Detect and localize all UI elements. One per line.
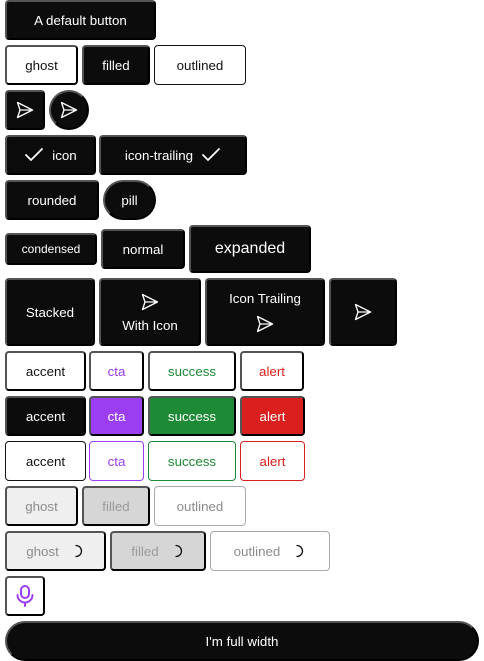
filled-alert-button[interactable]: alert xyxy=(240,396,305,436)
loading-ghost-button: ghost xyxy=(5,531,106,571)
disabled-ghost-button: ghost xyxy=(5,486,78,526)
microphone-icon xyxy=(14,584,36,608)
filled-accent-button[interactable]: accent xyxy=(5,396,86,436)
ghost-accent-button[interactable]: accent xyxy=(5,351,86,391)
send-icon xyxy=(140,292,160,312)
disabled-outlined-button: outlined xyxy=(154,486,246,526)
default-button[interactable]: A default button xyxy=(5,0,156,40)
spinner-icon xyxy=(294,544,306,558)
condensed-button[interactable]: condensed xyxy=(5,233,97,265)
stacked-send-icon-button[interactable] xyxy=(329,278,397,346)
send-icon-round-button[interactable] xyxy=(49,90,89,130)
pill-button[interactable]: pill xyxy=(103,180,156,220)
outlined-alert-button[interactable]: alert xyxy=(240,441,305,481)
icon-trailing-button[interactable]: icon-trailing xyxy=(99,135,247,175)
normal-button[interactable]: normal xyxy=(101,229,185,269)
loading-filled-button: filled xyxy=(110,531,206,571)
disabled-filled-button: filled xyxy=(82,486,150,526)
outlined-success-button[interactable]: success xyxy=(148,441,236,481)
ghost-button[interactable]: ghost xyxy=(5,45,78,85)
filled-cta-button[interactable]: cta xyxy=(89,396,144,436)
stacked-icon-trailing-button[interactable]: Icon Trailing xyxy=(205,278,325,346)
filled-button[interactable]: filled xyxy=(82,45,150,85)
check-icon xyxy=(201,147,221,163)
icon-leading-button[interactable]: icon xyxy=(5,135,96,175)
microphone-button[interactable] xyxy=(5,576,45,616)
outlined-accent-button[interactable]: accent xyxy=(5,441,86,481)
loading-outlined-button: outlined xyxy=(210,531,330,571)
send-icon xyxy=(59,100,79,120)
stacked-button[interactable]: Stacked xyxy=(5,278,95,346)
send-icon xyxy=(255,314,275,334)
check-icon xyxy=(24,147,44,163)
send-icon xyxy=(15,100,35,120)
ghost-alert-button[interactable]: alert xyxy=(240,351,304,391)
expanded-button[interactable]: expanded xyxy=(189,225,311,273)
ghost-cta-button[interactable]: cta xyxy=(89,351,144,391)
rounded-button[interactable]: rounded xyxy=(5,180,99,220)
spinner-icon xyxy=(73,544,85,558)
spinner-icon xyxy=(173,544,185,558)
outlined-cta-button[interactable]: cta xyxy=(89,441,144,481)
send-icon-button[interactable] xyxy=(5,90,45,130)
filled-success-button[interactable]: success xyxy=(148,396,236,436)
full-width-button[interactable]: I'm full width xyxy=(5,621,479,661)
send-icon xyxy=(353,302,373,322)
stacked-with-icon-button[interactable]: With Icon xyxy=(99,278,201,346)
outlined-button[interactable]: outlined xyxy=(154,45,246,85)
ghost-success-button[interactable]: success xyxy=(148,351,236,391)
